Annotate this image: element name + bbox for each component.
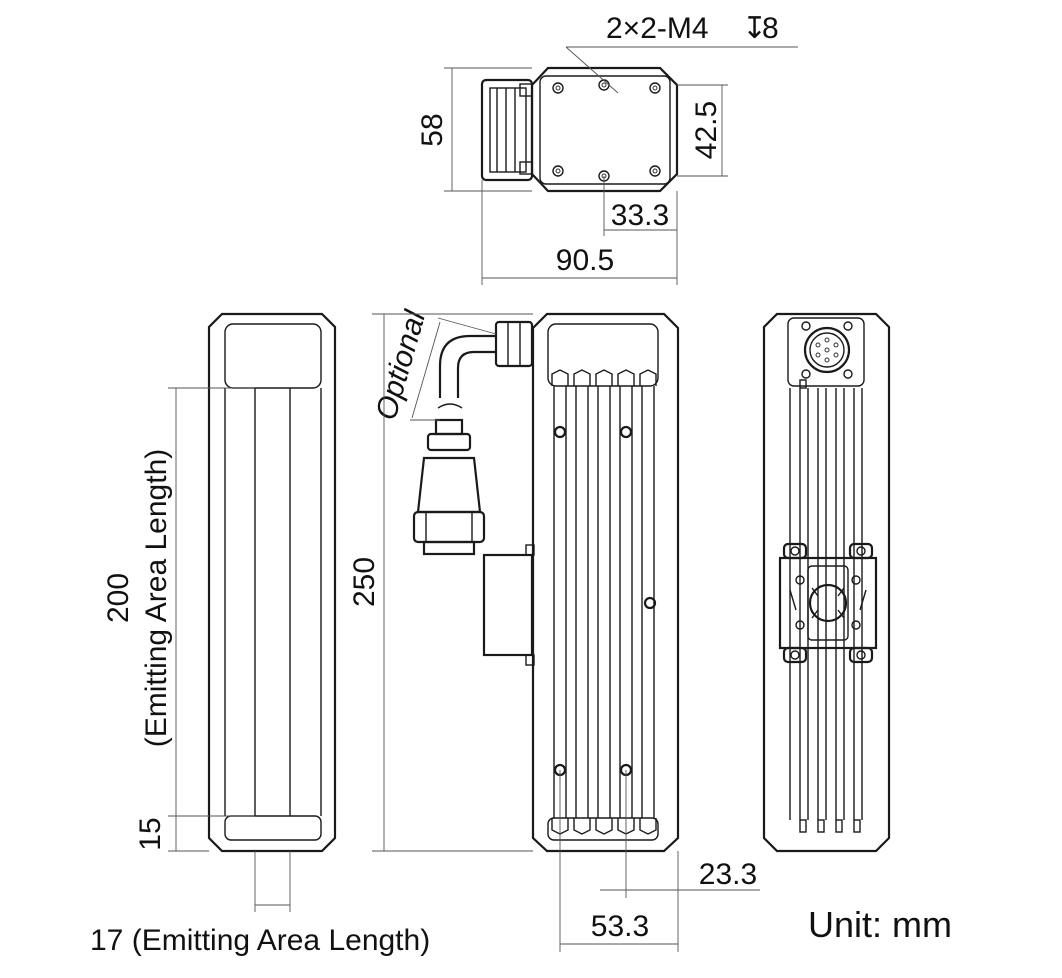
front-view: 200 (Emitting Area Length) 15 17 (Emitti… bbox=[90, 312, 430, 957]
top-view: 2×2-M4 ↧ 8 58 42.5 33.3 90.5 bbox=[416, 12, 798, 285]
emitting-length-note-label: (Emitting Area Length) bbox=[140, 449, 173, 748]
front-view-body bbox=[207, 312, 337, 853]
top-view-mounting-holes bbox=[552, 79, 661, 182]
hole-offset-dim-label: 33.3 bbox=[611, 199, 669, 232]
side-view-fins bbox=[553, 386, 655, 818]
depth-symbol: ↧ bbox=[742, 12, 767, 45]
side-view-bottom-vents bbox=[551, 818, 657, 835]
hole-depth-label: 8 bbox=[762, 12, 779, 45]
side-view-top-vents bbox=[551, 369, 657, 386]
width-dim-label: 53.3 bbox=[591, 910, 649, 943]
rear-view bbox=[762, 312, 891, 853]
side-view: Optional bbox=[348, 306, 760, 952]
top-view-body bbox=[530, 66, 679, 193]
side-view-screws bbox=[553, 425, 657, 777]
rear-view-body bbox=[762, 312, 891, 853]
optional-note: Optional bbox=[370, 306, 433, 424]
emitting-width-label: 17 (Emitting Area Length) bbox=[90, 924, 430, 957]
fan-bracket bbox=[778, 542, 878, 664]
emitting-length-value-label: 200 bbox=[102, 573, 135, 623]
top-view-connector bbox=[480, 78, 534, 182]
unit-label: Unit: mm bbox=[808, 904, 952, 945]
total-length-dim-label: 250 bbox=[348, 557, 381, 607]
hole-callout-label: 2×2-M4 bbox=[606, 12, 709, 45]
offset-dim-label: 23.3 bbox=[699, 858, 757, 891]
depth-dim-label: 90.5 bbox=[556, 244, 614, 277]
height-dim-label: 58 bbox=[416, 113, 449, 146]
hole-pitch-dim-label: 42.5 bbox=[690, 101, 723, 159]
end-margin-dim-label: 15 bbox=[134, 817, 167, 850]
side-view-body bbox=[531, 312, 680, 853]
rear-view-bottom-vents bbox=[799, 819, 861, 833]
rear-view-fins bbox=[789, 388, 863, 820]
optional-cable bbox=[412, 320, 534, 556]
rear-view-connector bbox=[801, 321, 853, 379]
